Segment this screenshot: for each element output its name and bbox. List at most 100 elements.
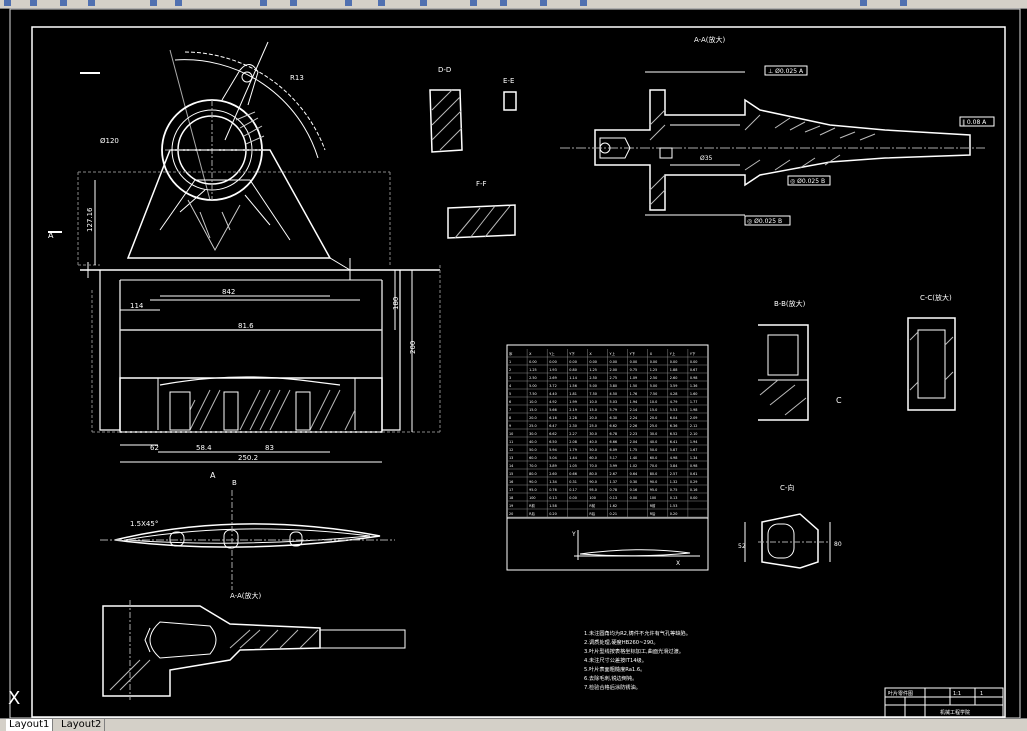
table-cell: 3.99 bbox=[610, 464, 618, 468]
toolbar-icon[interactable] bbox=[900, 0, 907, 6]
table-cell: 0.13 bbox=[549, 496, 557, 500]
table-cell: 25.0 bbox=[529, 424, 537, 428]
table-header-cell: X bbox=[650, 352, 653, 356]
table-cell: 2.09 bbox=[690, 416, 698, 420]
table-cell: 0.80 bbox=[569, 368, 577, 372]
table-cell: 1.67 bbox=[690, 448, 698, 452]
table-cell: 1.77 bbox=[690, 400, 698, 404]
table-cell: 0.78 bbox=[610, 488, 618, 492]
toolbar-icon[interactable] bbox=[88, 0, 95, 6]
table-cell: 2.19 bbox=[569, 408, 577, 412]
table-cell: 0.00 bbox=[630, 496, 638, 500]
table-cell: 0.00 bbox=[650, 360, 658, 364]
toolbar-icon[interactable] bbox=[500, 0, 507, 6]
tolerance-frame-4: ∥ 0.08 A bbox=[962, 119, 987, 126]
toolbar-icon[interactable] bbox=[860, 0, 867, 6]
table-cell: 80.0 bbox=[529, 472, 537, 476]
table-cell: 6.47 bbox=[549, 424, 557, 428]
table-cell: 1 bbox=[509, 360, 511, 364]
table-header-cell: 序 bbox=[509, 351, 513, 356]
table-cell: 6.16 bbox=[549, 416, 557, 420]
table-cell: 3.72 bbox=[549, 384, 557, 388]
table-cell: 4.40 bbox=[549, 392, 557, 396]
toolbar-icon[interactable] bbox=[540, 0, 547, 6]
table-cell: 1.36 bbox=[690, 384, 698, 388]
toolbar-icon[interactable] bbox=[580, 0, 587, 6]
toolbar-icon[interactable] bbox=[378, 0, 385, 6]
toolbar-icon[interactable] bbox=[470, 0, 477, 6]
note-line: 5.叶片表面粗糙度Ra1.6。 bbox=[584, 665, 645, 673]
outer-frame bbox=[9, 8, 1021, 718]
table-cell: 1.14 bbox=[569, 376, 577, 380]
table-cell: 20.0 bbox=[589, 416, 597, 420]
svg-text:Ø120: Ø120 bbox=[100, 137, 119, 145]
table-cell: 0.00 bbox=[589, 360, 597, 364]
table-cell: 2.60 bbox=[549, 472, 557, 476]
table-cell: 6.52 bbox=[670, 432, 678, 436]
table-cell: 1.37 bbox=[610, 480, 618, 484]
table-cell: 50.0 bbox=[529, 448, 537, 452]
table-cell: 2.60 bbox=[670, 376, 678, 380]
toolbar-icon[interactable] bbox=[30, 0, 37, 6]
table-cell: 2.12 bbox=[690, 424, 698, 428]
table-cell: 10 bbox=[509, 432, 513, 436]
table-cell: 1.02 bbox=[630, 464, 638, 468]
dim-180: 180 bbox=[392, 297, 400, 310]
table-cell: 7.50 bbox=[589, 392, 597, 396]
table-cell: 6.62 bbox=[610, 424, 618, 428]
table-cell: 0.00 bbox=[690, 496, 698, 500]
table-cell: R后 bbox=[650, 511, 656, 516]
table-cell: 5.17 bbox=[610, 456, 618, 460]
tolerance-frame-2: ◎ Ø0.025 B bbox=[790, 178, 825, 185]
table-cell: 5.87 bbox=[670, 448, 678, 452]
table-cell: 0.00 bbox=[569, 496, 577, 500]
table-cell: 70.0 bbox=[529, 464, 537, 468]
table-cell: 95.0 bbox=[589, 488, 597, 492]
table-cell: 40.0 bbox=[529, 440, 537, 444]
table-cell: 95.0 bbox=[650, 488, 658, 492]
toolbar-icon[interactable] bbox=[150, 0, 157, 6]
drawing-canvas[interactable]: Ø120 R13 114 842 81.6 250.2 62 83 58.4 2… bbox=[0, 8, 1027, 718]
table-cell: 2.04 bbox=[630, 440, 638, 444]
table-cell: 20.0 bbox=[650, 416, 658, 420]
table-cell: 1.56 bbox=[569, 384, 577, 388]
toolbar-icon[interactable] bbox=[4, 0, 11, 6]
dim-c-52: 52 bbox=[738, 543, 746, 550]
note-line: 6.去除毛刺,锐边倒钝。 bbox=[584, 674, 637, 682]
tab-layout1[interactable]: Layout1 bbox=[6, 719, 54, 731]
toolbar-icon[interactable] bbox=[345, 0, 352, 6]
dim-62: 62 bbox=[150, 444, 159, 452]
toolbar-icon[interactable] bbox=[60, 0, 67, 6]
table-cell: 15.0 bbox=[650, 408, 658, 412]
table-cell: 0.67 bbox=[690, 368, 698, 372]
view-label-bb: B-B(放大) bbox=[774, 299, 806, 308]
table-cell: 2.67 bbox=[610, 472, 618, 476]
tab-layout2[interactable]: Layout2 bbox=[58, 719, 106, 731]
toolbar-icon[interactable] bbox=[175, 0, 182, 6]
table-cell: 0.75 bbox=[670, 488, 678, 492]
table-cell: 8 bbox=[509, 416, 511, 420]
dim-81-6: 81.6 bbox=[238, 322, 254, 330]
table-cell: 15.0 bbox=[589, 408, 597, 412]
table-cell: 1.34 bbox=[549, 480, 557, 484]
toolbar-icon[interactable] bbox=[420, 0, 427, 6]
view-label-aa: A-A(放大) bbox=[694, 35, 726, 44]
table-cell: 5.79 bbox=[610, 408, 618, 412]
table-cell: 2.57 bbox=[670, 472, 678, 476]
toolbar-icon[interactable] bbox=[290, 0, 297, 6]
toolbar-icon[interactable] bbox=[260, 0, 267, 6]
table-header-cell: Y下 bbox=[630, 352, 636, 356]
table-cell: 2.27 bbox=[569, 432, 577, 436]
table-cell: 40.0 bbox=[650, 440, 658, 444]
view-label-ee: E-E bbox=[503, 77, 514, 85]
table-cell: 2.50 bbox=[589, 376, 597, 380]
table-cell: 5.66 bbox=[549, 408, 557, 412]
table-cell: 1.62 bbox=[610, 504, 618, 508]
table-cell: 2.69 bbox=[549, 376, 557, 380]
table-cell: 90.0 bbox=[589, 480, 597, 484]
aa-enlarged-view bbox=[560, 65, 995, 226]
table-cell: 0.76 bbox=[549, 488, 557, 492]
table-cell: 0.75 bbox=[630, 368, 638, 372]
table-cell: 2.26 bbox=[630, 424, 638, 428]
